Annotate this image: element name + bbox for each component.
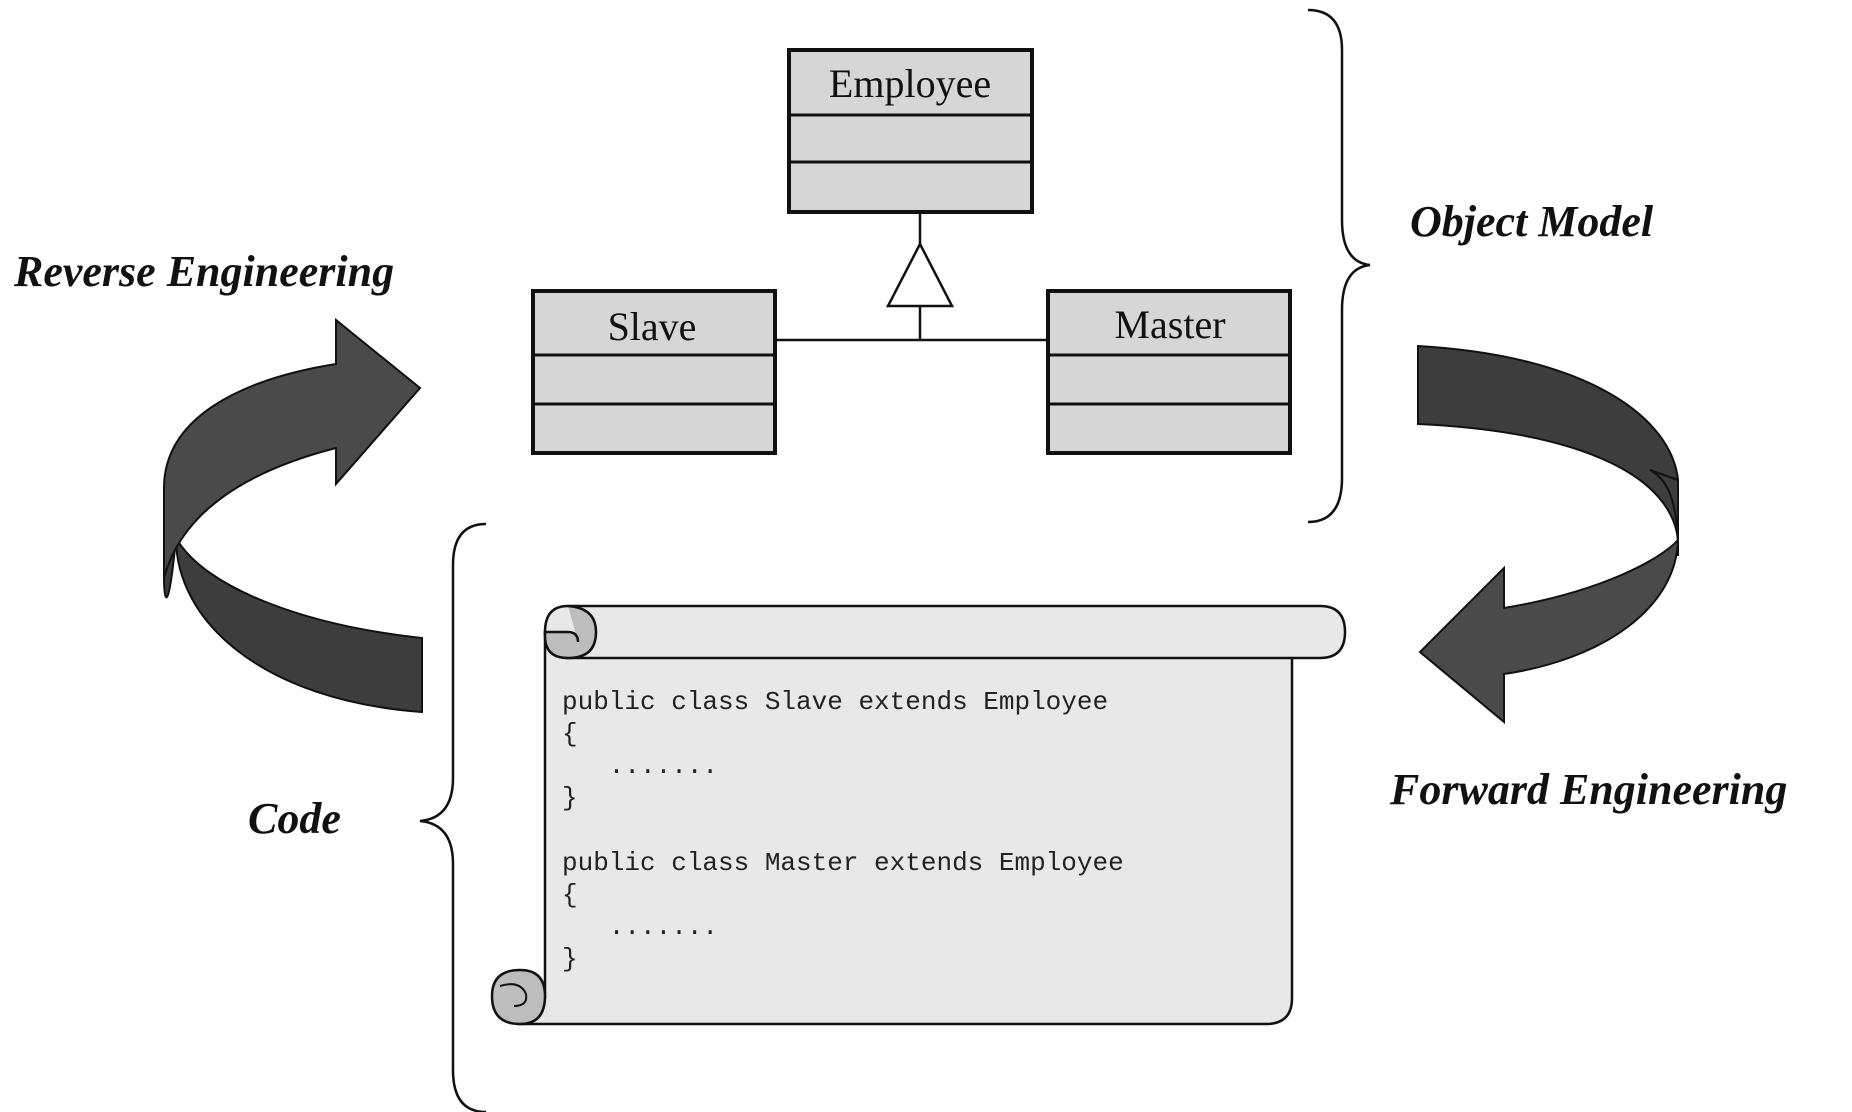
class-employee-box — [787, 48, 1034, 214]
inheritance-connector — [775, 212, 1048, 342]
code-scroll-bottom-curl-icon — [490, 968, 547, 1026]
code-scroll-top-curl-icon — [543, 604, 598, 660]
inheritance-triangle-icon — [885, 241, 955, 308]
code-line: } — [562, 944, 578, 974]
code-scroll: public class Slave extends Employee { ..… — [490, 604, 1347, 1026]
code-label: Code — [248, 794, 341, 843]
code-brace — [419, 522, 487, 1112]
forward-engineering-label: Forward Engineering — [1389, 765, 1787, 814]
code-scroll-top-roll — [543, 604, 1347, 660]
code-line: { — [562, 880, 578, 910]
class-slave: Slave — [531, 289, 777, 455]
class-employee: Employee — [787, 48, 1034, 214]
code-line: } — [562, 783, 578, 813]
class-master-name: Master — [1114, 302, 1225, 347]
object-model-brace — [1307, 8, 1371, 524]
forward-engineering-arrow-icon — [1417, 344, 1680, 725]
class-master-box — [1046, 289, 1292, 455]
reverse-engineering-arrow-icon — [163, 317, 423, 714]
reverse-engineering-label: Reverse Engineering — [13, 247, 394, 296]
object-model-label: Object Model — [1410, 197, 1654, 246]
code-scroll-sheet — [517, 630, 1294, 1026]
class-slave-name: Slave — [608, 304, 697, 349]
class-slave-box — [531, 289, 777, 455]
class-employee-name: Employee — [829, 61, 991, 106]
class-master: Master — [1046, 289, 1292, 455]
code-line: public class Master extends Employee — [562, 848, 1124, 878]
code-line: ....... — [562, 751, 718, 781]
code-scroll-bottom-curl-detail — [499, 983, 528, 1007]
code-line: { — [562, 719, 578, 749]
code-line: public class Slave extends Employee — [562, 687, 1108, 717]
code-line: ....... — [562, 912, 718, 942]
